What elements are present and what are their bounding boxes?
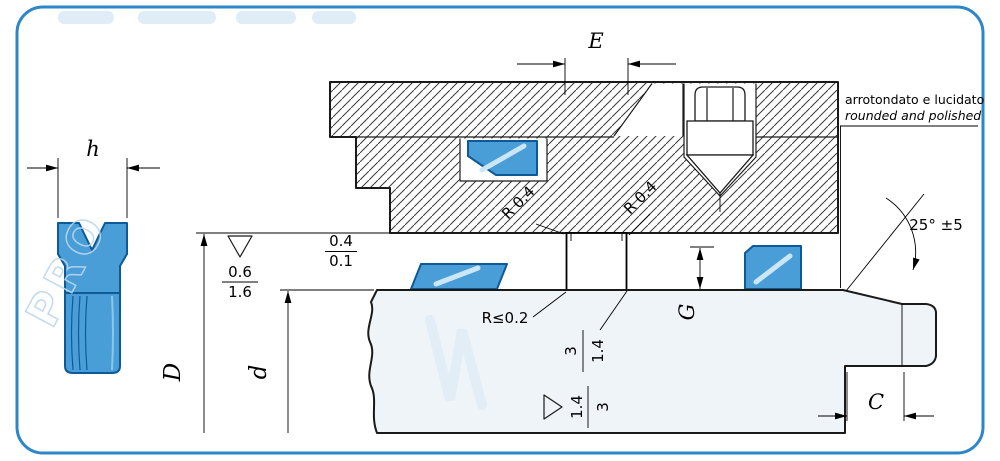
dim-e-label: E	[587, 29, 603, 53]
dim-d-label: d	[246, 365, 272, 380]
frac1-num: 3	[562, 346, 580, 356]
note-rounded-polished: arrotondato e lucidato rounded and polis…	[840, 92, 984, 288]
callout-angle: 25° ±5	[845, 193, 963, 292]
dim-e: E	[517, 29, 676, 95]
dim-g: G	[675, 246, 714, 321]
callout-frac1: 3 1.4	[562, 290, 628, 372]
dim-d: d	[246, 289, 374, 433]
screw-tip-cone	[685, 154, 755, 194]
frac1-den: 1.4	[589, 339, 607, 363]
dim-g-label: G	[675, 304, 699, 321]
rmax-label: R≤0.2	[482, 309, 529, 327]
dim-h: h	[27, 137, 160, 218]
note-line1: arrotondato e lucidato	[845, 92, 984, 107]
watermark-fragments	[58, 11, 356, 24]
screw-head	[694, 86, 746, 122]
dim-D: D	[160, 232, 390, 433]
seal-profile	[57, 222, 128, 374]
callout-surf-04-01: 0.4 0.1	[325, 232, 357, 270]
housing-metal	[330, 82, 838, 233]
callout-rmax: R≤0.2	[482, 291, 567, 327]
dim-c-label: C	[868, 390, 884, 414]
surf1-bot: 0.1	[329, 252, 353, 270]
callout-surf-06-16: 0.6 1.6	[222, 235, 258, 301]
plug-screw	[685, 86, 755, 212]
subject-seal-section	[565, 232, 628, 291]
rod-body	[367, 289, 937, 434]
hex-socket-lines	[706, 88, 734, 121]
angle-label: 25° ±5	[909, 216, 962, 234]
counterbore-gap	[614, 83, 683, 136]
rod	[367, 289, 937, 434]
dim-h-label: h	[86, 137, 100, 161]
surf2-bot: 1.6	[228, 283, 252, 301]
frac2-num: 1.4	[568, 395, 586, 419]
rod-watermark-mark	[425, 315, 487, 410]
dim-D-label: D	[160, 363, 186, 382]
note-line2: rounded and polished	[845, 108, 981, 123]
surf1-top: 0.4	[329, 232, 353, 250]
screw-flange	[686, 120, 754, 156]
surface-triangle2-icon	[543, 394, 563, 420]
surface-triangle-icon	[227, 235, 253, 258]
dim-c: C	[818, 372, 934, 421]
seal-profile-upper	[57, 222, 128, 294]
frac2-den: 3	[594, 402, 612, 412]
callout-frac2: 1.4 3	[543, 386, 612, 428]
housing-section	[329, 81, 839, 234]
surf2-top: 0.6	[228, 263, 252, 281]
installed-seals	[410, 140, 802, 290]
